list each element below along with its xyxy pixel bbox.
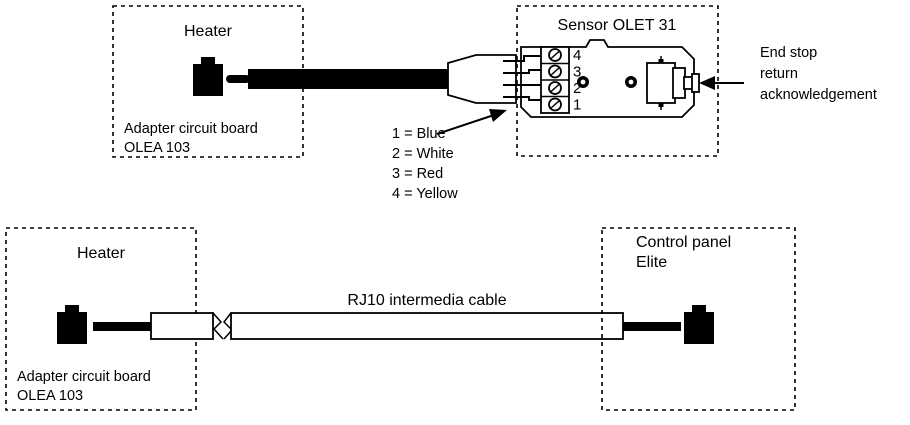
top-heater-title: Heater	[184, 23, 233, 40]
screw-terminal-icon-1	[548, 97, 562, 112]
legend-line-1: 1 = Blue	[392, 126, 446, 142]
legend-line-2: 2 = White	[392, 146, 454, 162]
sensor-body-outline	[520, 39, 695, 118]
control-panel-title-line2: Elite	[636, 254, 667, 271]
top-thick-cable	[248, 69, 448, 89]
top-heater-rj-plug-icon	[193, 57, 223, 96]
endstop-callout-line2: return	[760, 66, 798, 82]
bottom-heater-rj-plug-icon	[57, 305, 87, 344]
cable-label: RJ10 intermedia cable	[347, 292, 506, 309]
screw-terminal-icon-4	[548, 48, 562, 62]
legend-arrow-pointer-icon	[436, 109, 507, 135]
wire-lead-1	[503, 96, 541, 101]
wire-lead-4	[503, 55, 541, 62]
wire-lead-3	[503, 69, 541, 74]
endstop-callout-line3: acknowledgement	[760, 87, 877, 103]
control-panel-rj-plug-icon	[684, 305, 714, 344]
control-panel-title-line1: Control panel	[636, 234, 731, 251]
terminal-number-3: 3	[573, 64, 581, 81]
top-heater-caption-line1: Adapter circuit board	[124, 121, 258, 137]
mounting-hole-icon-right	[625, 76, 637, 88]
cable-segment-main	[230, 312, 624, 340]
top-heater-pigtail	[226, 75, 250, 83]
endstop-callout-line1: End stop	[760, 45, 817, 61]
sensor-enclosure	[516, 5, 719, 157]
bottom-heater-title: Heater	[77, 245, 126, 262]
cable-segment-left	[150, 312, 214, 340]
sensor-title: Sensor OLET 31	[558, 17, 677, 34]
cable-breakout-boot	[447, 54, 517, 104]
control-panel-enclosure	[601, 227, 796, 411]
terminal-number-2: 2	[573, 80, 581, 97]
bottom-heater-lead	[93, 322, 151, 331]
limit-switch-icon	[646, 56, 700, 110]
legend-line-4: 4 = Yellow	[392, 186, 458, 202]
mounting-hole-icon-left	[577, 76, 589, 88]
screw-terminal-icon-3	[548, 64, 562, 79]
legend-line-3: 3 = Red	[392, 166, 443, 182]
endstop-arrow-left-icon	[699, 76, 744, 90]
terminal-number-4: 4	[573, 47, 581, 64]
top-heater-caption-line2: OLEA 103	[124, 140, 190, 156]
cable-break-icon	[212, 312, 234, 340]
screw-terminal-icon-2	[548, 81, 562, 95]
bottom-heater-caption-line2: OLEA 103	[17, 388, 83, 404]
bottom-heater-caption-line1: Adapter circuit board	[17, 369, 151, 385]
terminal-number-1: 1	[573, 97, 581, 114]
control-panel-lead	[623, 322, 681, 331]
